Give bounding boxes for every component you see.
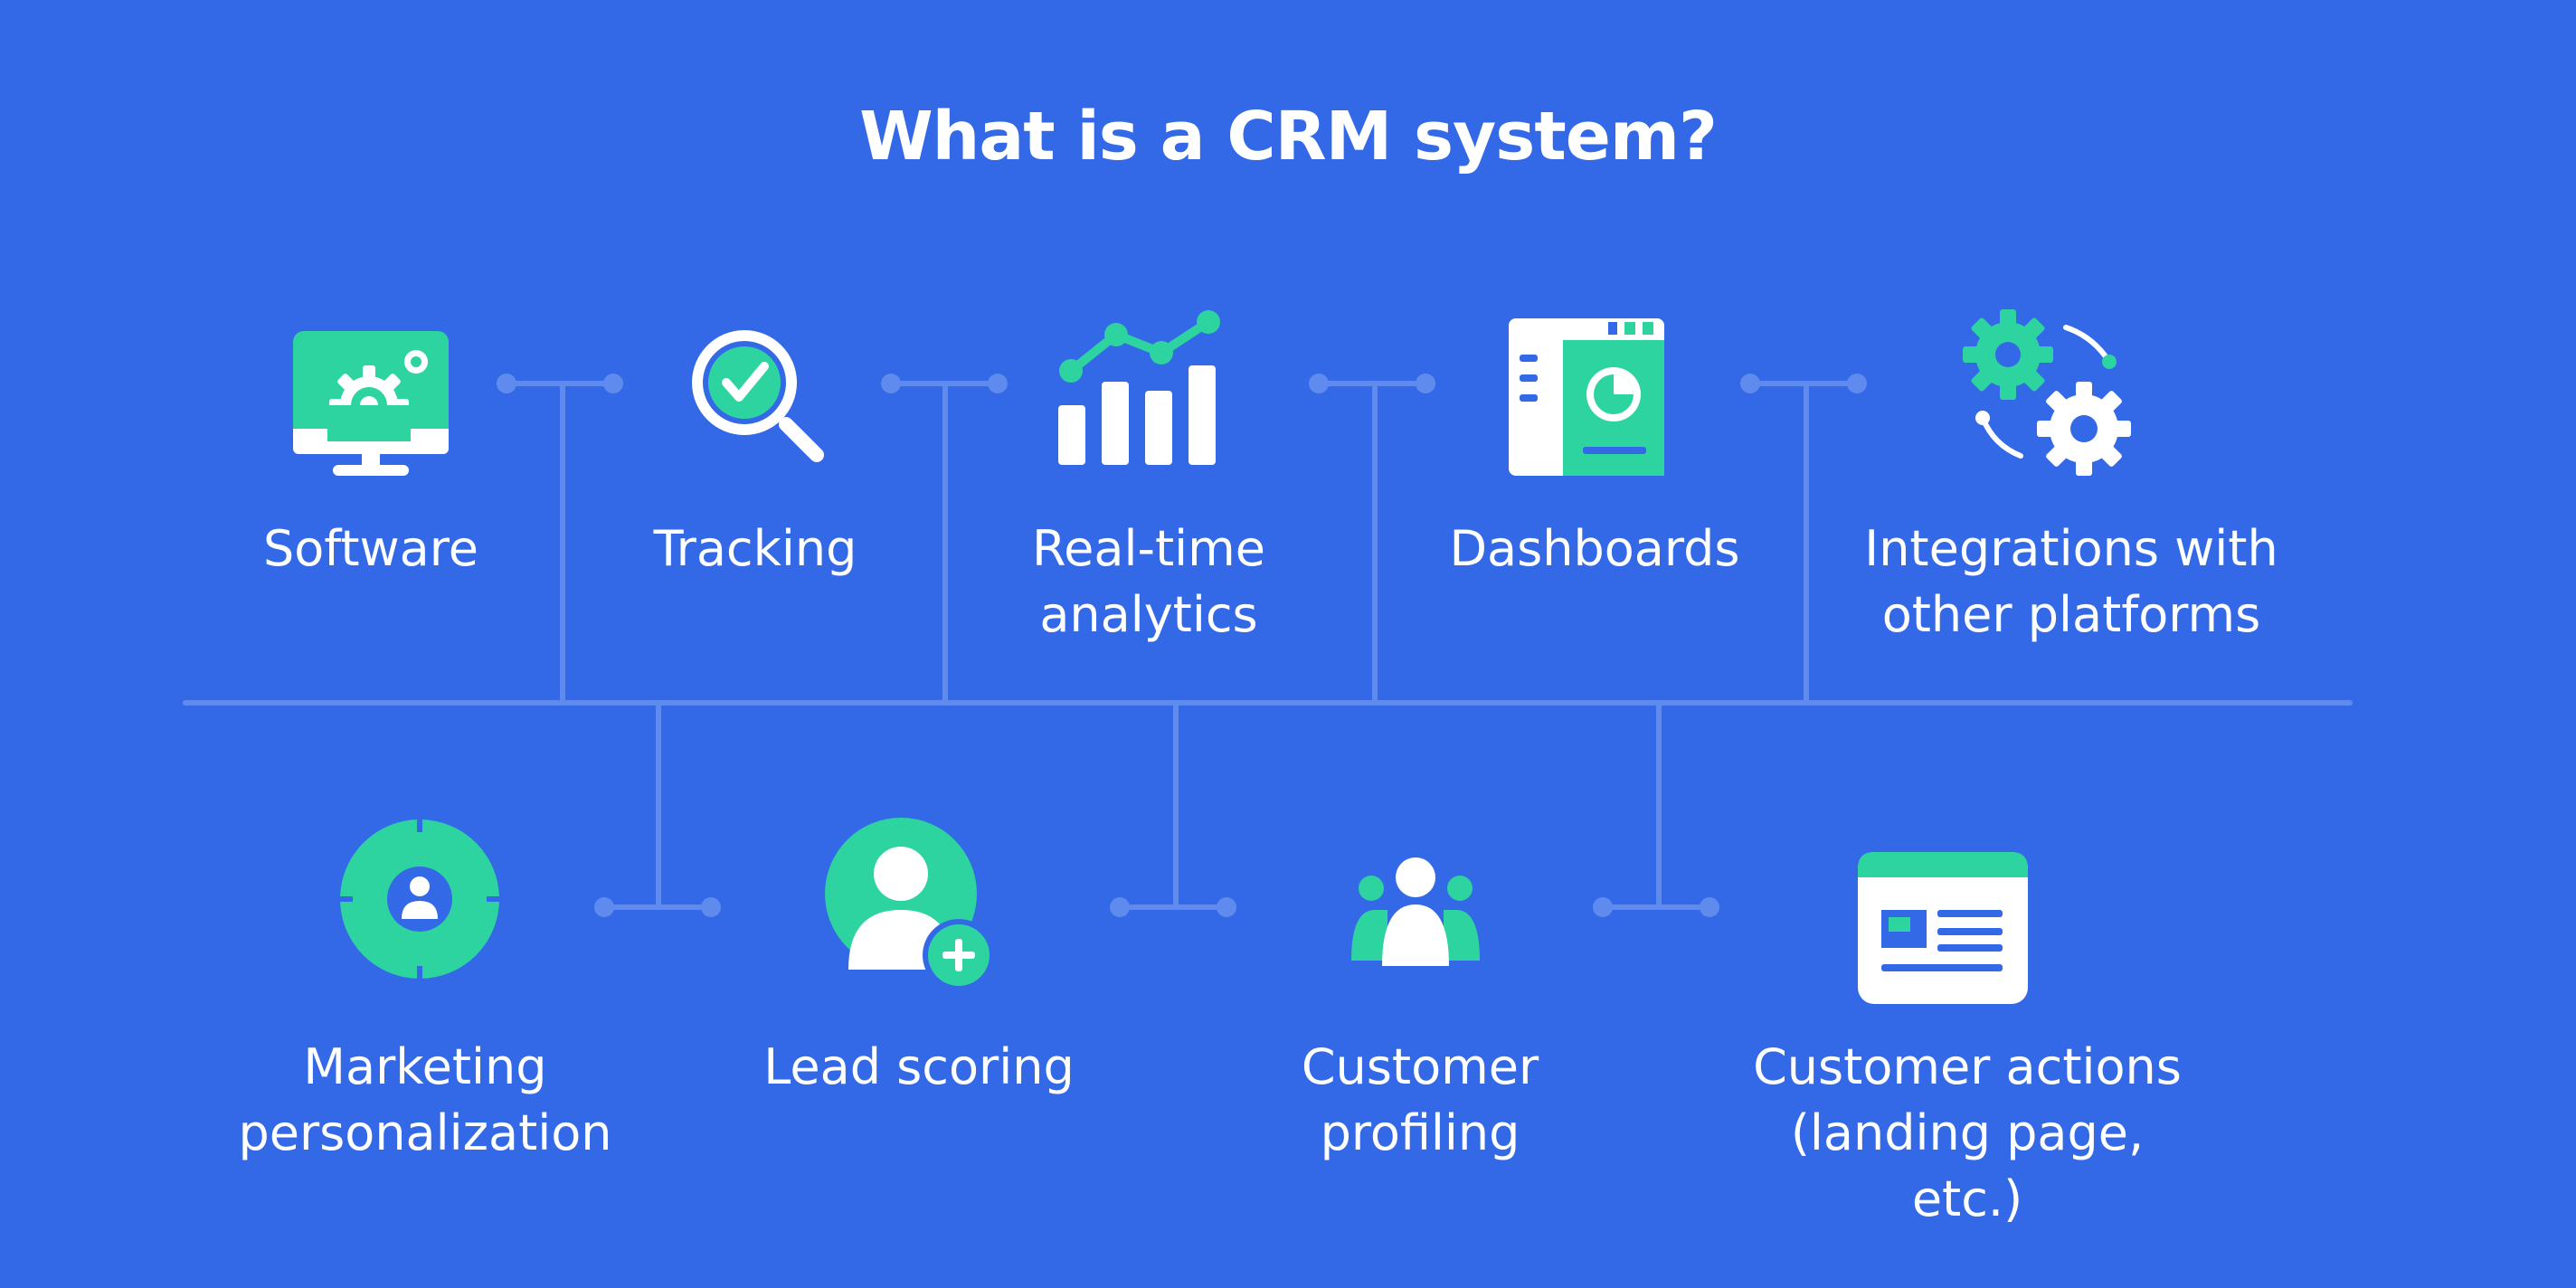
user-add-icon	[825, 818, 995, 991]
label-lead-scoring: Lead scoring	[763, 1038, 1075, 1095]
gears-sync-icon	[1963, 309, 2131, 476]
monitor-gear-icon	[293, 331, 449, 476]
label-customer-actions: Customer actions (landing page, etc.)	[1753, 1038, 2182, 1227]
page-title: What is a CRM system?	[859, 98, 1718, 175]
label-software: Software	[262, 520, 479, 577]
top-connector-1	[504, 381, 616, 706]
dashboard-window-icon	[1509, 318, 1664, 476]
top-connector-3	[1316, 381, 1428, 706]
bar-chart-trend-icon	[1058, 310, 1220, 465]
label-tracking: Tracking	[653, 520, 857, 577]
label-customer-profiling: Customer profiling	[1301, 1038, 1539, 1161]
top-connector-2	[888, 381, 1000, 706]
label-real-time-analytics: Real-time analytics	[1032, 520, 1265, 643]
bottom-connector-1	[601, 700, 714, 910]
label-dashboards: Dashboards	[1449, 520, 1740, 577]
label-integrations: Integrations with other platforms	[1864, 520, 2278, 643]
magnifier-check-icon	[692, 330, 824, 462]
bottom-connector-3	[1600, 700, 1712, 910]
user-group-icon	[1351, 857, 1480, 966]
bottom-connector-2	[1117, 700, 1229, 910]
target-user-icon	[338, 818, 501, 980]
label-marketing-personalization: Marketing personalization	[238, 1038, 612, 1161]
top-connector-4	[1747, 381, 1860, 706]
landing-page-icon	[1858, 852, 2028, 1004]
